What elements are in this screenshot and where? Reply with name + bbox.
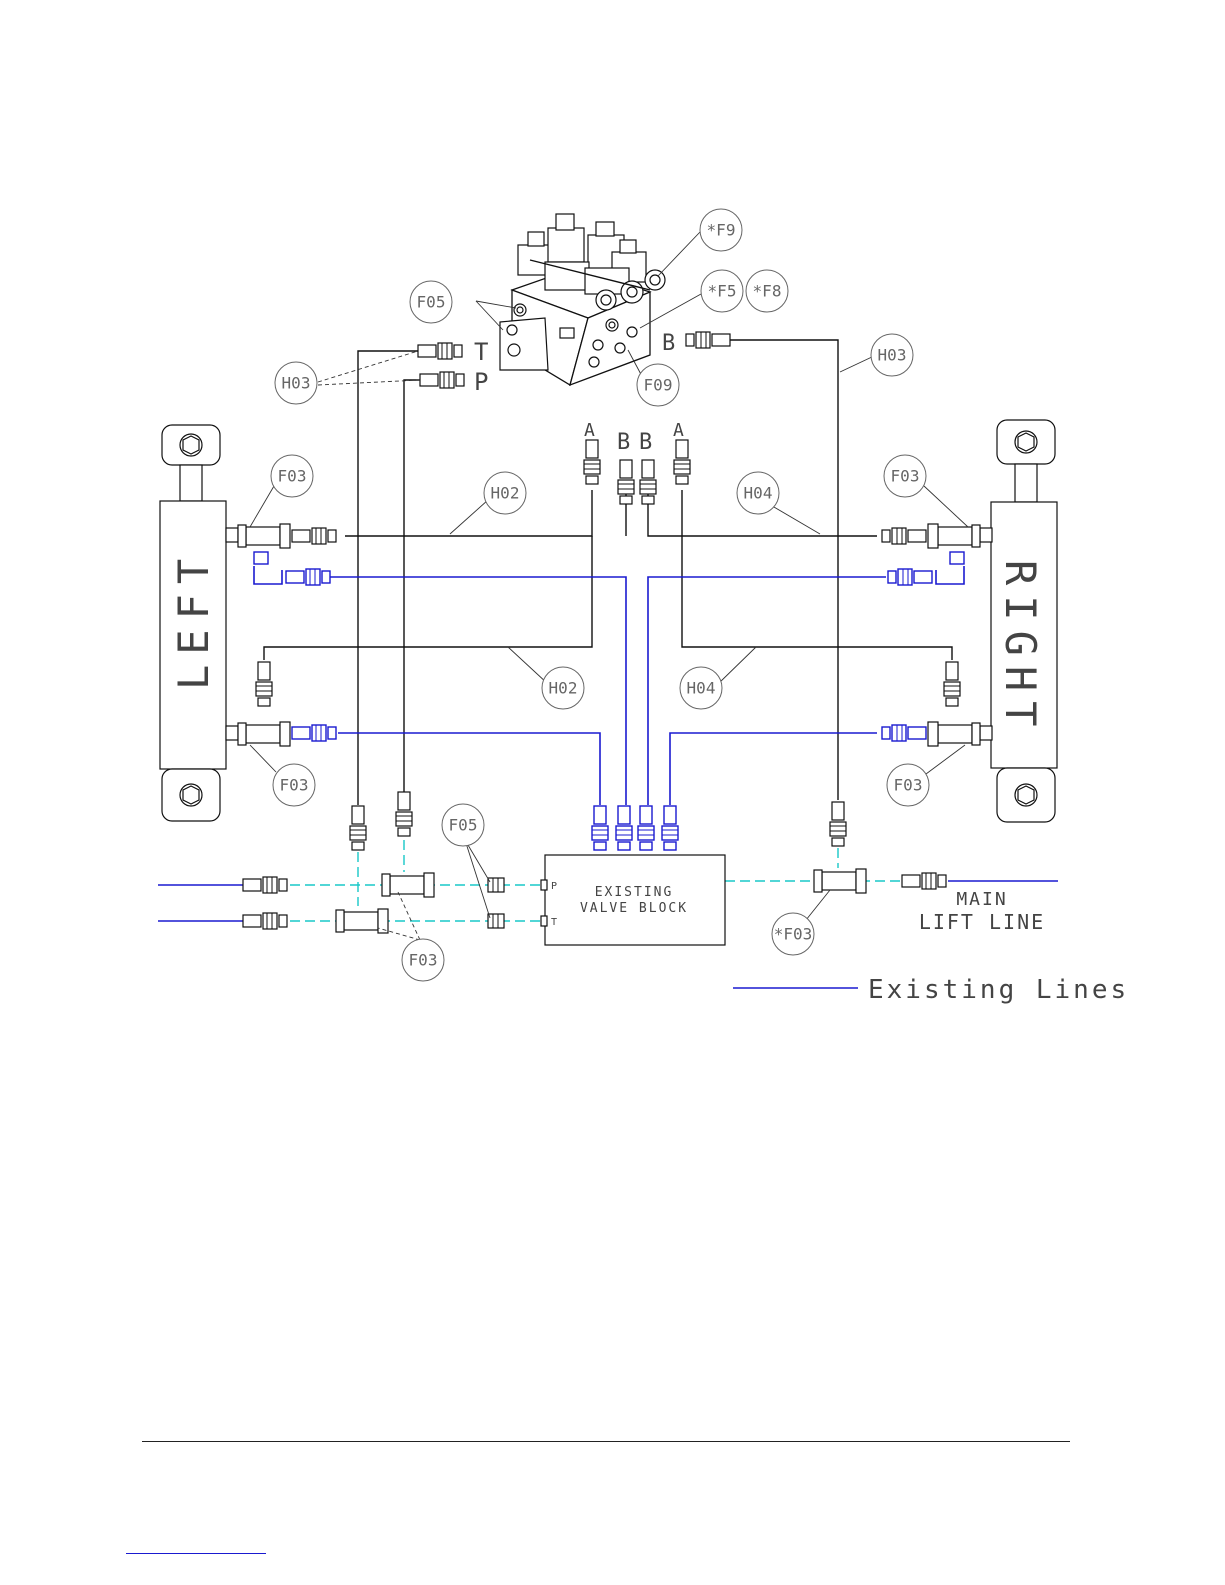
right-cylinder-label: RIGHT [996, 560, 1045, 736]
port-b2-label: B [639, 430, 652, 455]
port-t-label: T [474, 338, 488, 366]
callout-h04-bottom: H04 [680, 667, 722, 709]
svg-text:*F5: *F5 [708, 282, 737, 301]
left-cylinder-label: LEFT [169, 549, 218, 690]
valve-block-title-2: VALVE BLOCK [580, 901, 688, 916]
port-b-top-label: B [662, 331, 675, 356]
svg-text:F03: F03 [409, 951, 438, 970]
valve-manifold [500, 214, 665, 385]
main-lift-label-1: MAIN [956, 889, 1007, 910]
callout-h03-left: H03 [275, 362, 317, 404]
svg-text:*F03: *F03 [774, 925, 813, 944]
callout-h04-top: H04 [737, 472, 779, 514]
port-a1-label: A [584, 420, 595, 441]
callout-f05-top: F05 [410, 281, 452, 323]
svg-text:H04: H04 [687, 679, 716, 698]
svg-text:H02: H02 [549, 679, 578, 698]
svg-text:H04: H04 [744, 484, 773, 503]
svg-text:F03: F03 [280, 776, 309, 795]
callout-f09: F09 [637, 364, 679, 406]
callout-f9: *F9 [700, 209, 742, 251]
svg-text:H03: H03 [282, 374, 311, 393]
fittings [238, 332, 980, 933]
svg-text:F05: F05 [449, 816, 478, 835]
callout-f03-bottom: F03 [402, 939, 444, 981]
port-p-label: P [474, 368, 488, 396]
footer-rule [142, 1441, 1070, 1442]
hose-lines [264, 340, 952, 805]
svg-text:F03: F03 [894, 776, 923, 795]
svg-text:F05: F05 [417, 293, 446, 312]
svg-text:*F9: *F9 [707, 221, 736, 240]
callout-f03-ll: F03 [273, 764, 315, 806]
callout-h02-bottom: H02 [542, 667, 584, 709]
callout-f05-bottom: F05 [442, 804, 484, 846]
svg-text:F03: F03 [278, 467, 307, 486]
svg-text:H02: H02 [491, 484, 520, 503]
svg-text:F03: F03 [891, 467, 920, 486]
svg-text:*F8: *F8 [753, 282, 782, 301]
callout-f5: *F5 [701, 270, 743, 312]
legend-label: Existing Lines [868, 975, 1129, 1005]
existing-valve-block [541, 855, 725, 945]
port-b1-label: B [617, 430, 630, 455]
callout-f03-ur: F03 [884, 455, 926, 497]
svg-text:F09: F09 [644, 376, 673, 395]
main-lift-label-2: LIFT LINE [919, 910, 1045, 934]
svg-text:H03: H03 [878, 346, 907, 365]
valve-block-port-p: P [551, 881, 557, 892]
valve-block-title-1: EXISTING [595, 885, 674, 900]
valve-block-port-t: T [551, 917, 557, 928]
port-a2-label: A [673, 420, 684, 441]
callout-f03-star: *F03 [772, 913, 814, 955]
footer-link-underline [126, 1553, 266, 1554]
callout-f03-lr: F03 [887, 764, 929, 806]
legend: Existing Lines [733, 975, 1129, 1005]
callout-f03-ul: F03 [271, 455, 313, 497]
callout-h03-right: H03 [871, 334, 913, 376]
callout-f8: *F8 [746, 270, 788, 312]
callout-h02-top: H02 [484, 472, 526, 514]
